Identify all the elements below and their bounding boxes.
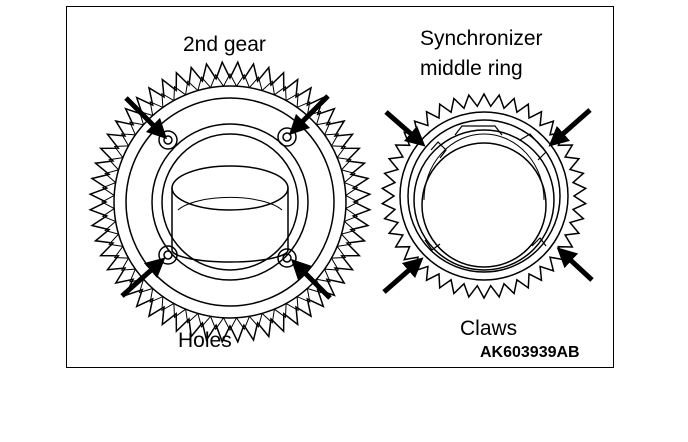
hole-top-right: [277, 127, 297, 147]
figure-code: AK603939AB: [480, 344, 580, 361]
gear-face: [113, 85, 347, 319]
gear-hub-outer: [151, 123, 309, 281]
arrow-hole-bottom-right: [290, 258, 332, 300]
ring-body-outer: [399, 111, 569, 281]
hole-top-left: [158, 130, 178, 150]
gear-bore-shadow: [177, 196, 283, 211]
arrow-hole-top-left: [124, 96, 168, 140]
gear-bore-wall: [171, 188, 289, 263]
pointer-arrows: [120, 94, 594, 300]
gear-hub-inner: [161, 133, 299, 271]
ring-body-inner: [407, 119, 561, 273]
hole-bottom-left: [158, 245, 178, 265]
hole-bottom-right: [277, 248, 297, 268]
second-gear-drawing: [88, 60, 372, 344]
label-middle-ring: middle ring: [420, 57, 523, 80]
arrow-claw-top-right: [548, 108, 592, 147]
label-holes: Holes: [178, 329, 232, 352]
label-claws: Claws: [460, 317, 518, 340]
ring-bore-outer: [413, 129, 555, 271]
synchronizer-ring-drawing: [380, 92, 588, 300]
ring-teeth: [380, 92, 588, 300]
ring-bore-inner: [421, 142, 547, 268]
gear-face-rim: [125, 97, 335, 307]
label-second-gear: 2nd gear: [183, 33, 266, 56]
claw-slots: [424, 125, 547, 251]
arrow-hole-top-right: [288, 94, 330, 136]
ring-bore-edge: [423, 133, 545, 201]
arrow-claw-bottom-right: [556, 247, 594, 282]
arrow-claw-bottom-left: [382, 257, 424, 294]
gear-teeth-outer: [88, 60, 372, 344]
arrow-claw-top-left: [384, 110, 426, 147]
arrow-hole-bottom-left: [120, 257, 166, 298]
label-synchronizer: Synchronizer: [420, 27, 543, 50]
